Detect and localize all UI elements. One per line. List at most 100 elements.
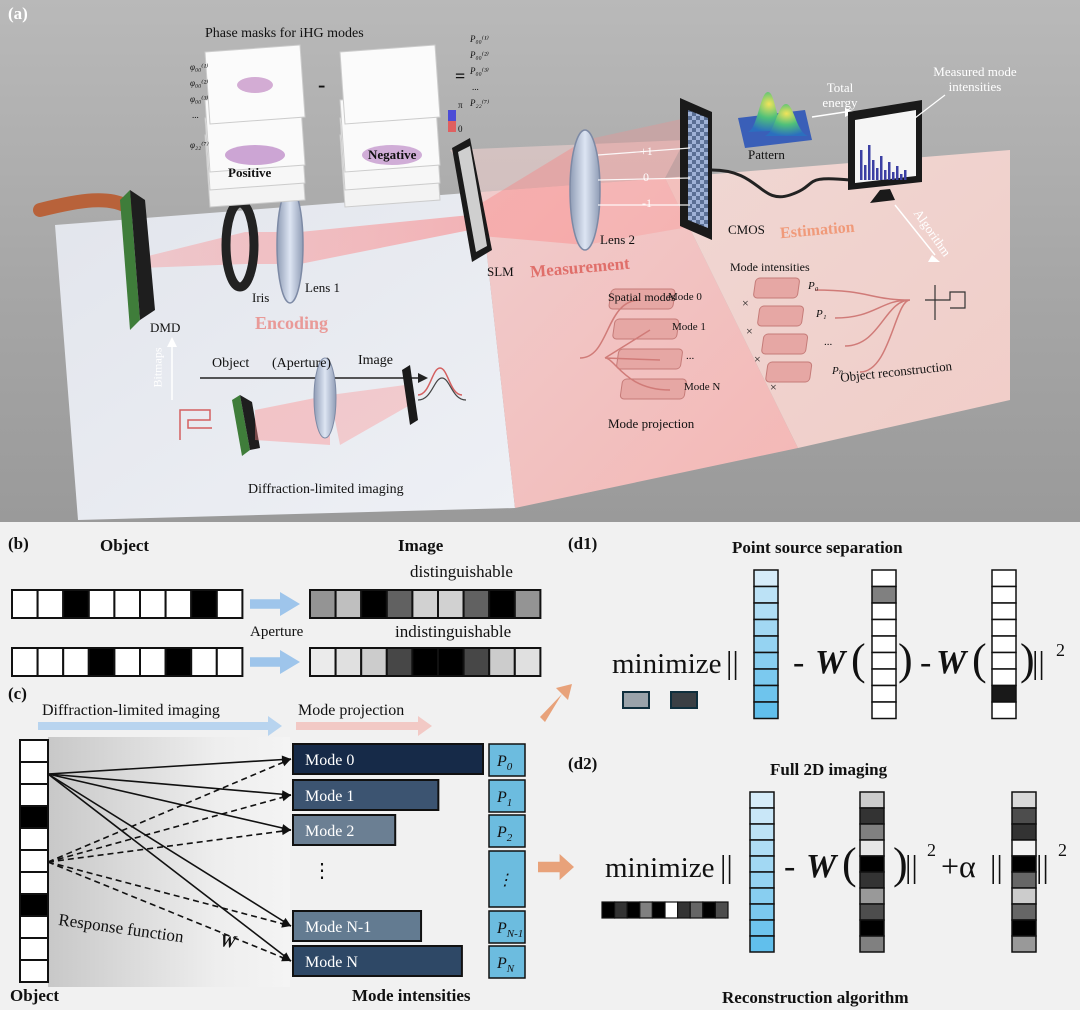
d2-image-cell (749, 871, 775, 889)
mode-bar (292, 743, 484, 775)
object-cell (62, 647, 90, 677)
p-cell-label: ⋮ (497, 872, 513, 889)
d1-source2-cell (991, 668, 1017, 687)
d1-image-cell (753, 668, 779, 687)
panel-b-label: (b) (8, 534, 29, 553)
mode-bar-label: Mode 1 (305, 788, 354, 805)
object-cell (164, 647, 193, 677)
panel-d1-label: (d1) (568, 534, 598, 553)
c-mode-intensities-caption: Mode intensities (352, 986, 471, 1005)
d2-estimate-cell (859, 823, 885, 841)
object-column-cell (19, 871, 49, 895)
d1-source1-cell (871, 668, 897, 687)
arrow-head (281, 793, 291, 802)
lens2-icon (569, 129, 601, 251)
d1-source2-cell (991, 635, 1017, 654)
d2-w: W (806, 848, 837, 885)
response-arrow-solid (47, 758, 292, 775)
d2-object-strip-cell (664, 901, 679, 919)
image-cell (360, 647, 388, 677)
p-cell (488, 779, 526, 813)
object-cell (87, 589, 116, 619)
blur-arrow (250, 650, 300, 674)
d1-norm-close: || (1032, 644, 1045, 680)
slm-label: SLM (487, 264, 514, 279)
mode-projection-label: Mode projection (608, 416, 695, 431)
d2-object-strip-cell (702, 901, 716, 919)
lens2-label: Lens 2 (600, 232, 636, 247)
d1-image-cell (753, 684, 779, 703)
aperture-label: Aperture (250, 624, 304, 640)
lens1-icon (276, 186, 304, 304)
d2-caption: Reconstruction algorithm (722, 988, 909, 1007)
lens1-label: Lens 1 (305, 280, 341, 295)
d1-w-1: W (815, 644, 846, 681)
object-cell (139, 647, 167, 677)
response-arrow-dashed (47, 861, 292, 962)
projection-arrow (296, 716, 432, 736)
encoding-title: Encoding (255, 313, 329, 333)
d1-minimize: minimize (612, 648, 722, 680)
panel-d2-graphics (601, 791, 1037, 953)
panel-d1-graphics (622, 569, 1017, 720)
d2-image-cell (749, 887, 775, 905)
d1-source1-cell (871, 635, 897, 654)
object-cell (11, 647, 39, 677)
d2-estimate-cell (859, 903, 885, 921)
order-0: 0 (643, 170, 649, 184)
object-column-cell (19, 849, 49, 873)
cmos-label: CMOS (728, 222, 765, 237)
d2-regularizer-cell (1011, 903, 1037, 921)
d2-object-strip-cell (613, 901, 628, 919)
spatial-modes-label: Spatial modes (608, 290, 676, 304)
mode-intensities-label: Mode intensities (730, 260, 810, 274)
p-box-n: Pₙ (832, 365, 844, 377)
times-4: × (770, 380, 777, 394)
d2-exponent-2: 2 (1058, 840, 1067, 860)
c-mode-dots: ⋮ (312, 860, 332, 882)
p-mask-label-2: P₀₀⁽²⁾ (470, 50, 489, 60)
d2-paren-open: ( (842, 839, 857, 888)
c-object-caption: Object (10, 986, 60, 1005)
d2-estimate-cell (859, 855, 885, 873)
d2-regularizer-cell (1011, 839, 1037, 857)
d2-image-cell (749, 839, 775, 857)
mode-box-0: Mode 0 (668, 291, 702, 303)
dmd-label: DMD (150, 320, 181, 335)
object-column-cell (19, 915, 49, 939)
d2-object-strip-cell (626, 901, 641, 919)
c-diffraction-label: Diffraction-limited imaging (42, 702, 220, 719)
d1-source2-cell (991, 569, 1017, 588)
source-light (622, 691, 650, 709)
p-cell (488, 814, 526, 848)
object-column-cell (19, 827, 49, 851)
d1-source1-cell (871, 585, 897, 604)
d2-estimate-cell (859, 839, 885, 857)
phase-mask-stack-positive (204, 44, 306, 208)
d2-regularizer-cell (1011, 807, 1037, 825)
d1-source2-cell (991, 684, 1017, 703)
d2-image-cell (749, 807, 775, 825)
d1-source1-cell (871, 684, 897, 703)
d1-title: Point source separation (732, 538, 903, 557)
object-cell (113, 647, 142, 677)
d1-source2-cell (991, 618, 1017, 637)
colorbar-bottom-label: 0 (458, 124, 463, 134)
d2-estimate-cell (859, 935, 885, 953)
response-arrow-solid (47, 773, 292, 796)
image-cell (334, 647, 363, 677)
p-mask-label-7: P₂₂⁽⁷⁾ (470, 98, 490, 108)
p-cell (488, 850, 526, 908)
image-cell (437, 647, 465, 677)
p-box-1: P₁ (816, 308, 827, 320)
d2-minus: - (784, 848, 796, 885)
d1-image-cell (753, 585, 779, 604)
d2-regularizer-cell (1011, 855, 1037, 873)
source-dark (670, 691, 698, 709)
object-cell (113, 589, 142, 619)
phi-label-2: φ₀₀⁽²⁾ (190, 78, 209, 88)
d1-source1-cell (871, 701, 897, 720)
arrow-head (281, 919, 291, 928)
